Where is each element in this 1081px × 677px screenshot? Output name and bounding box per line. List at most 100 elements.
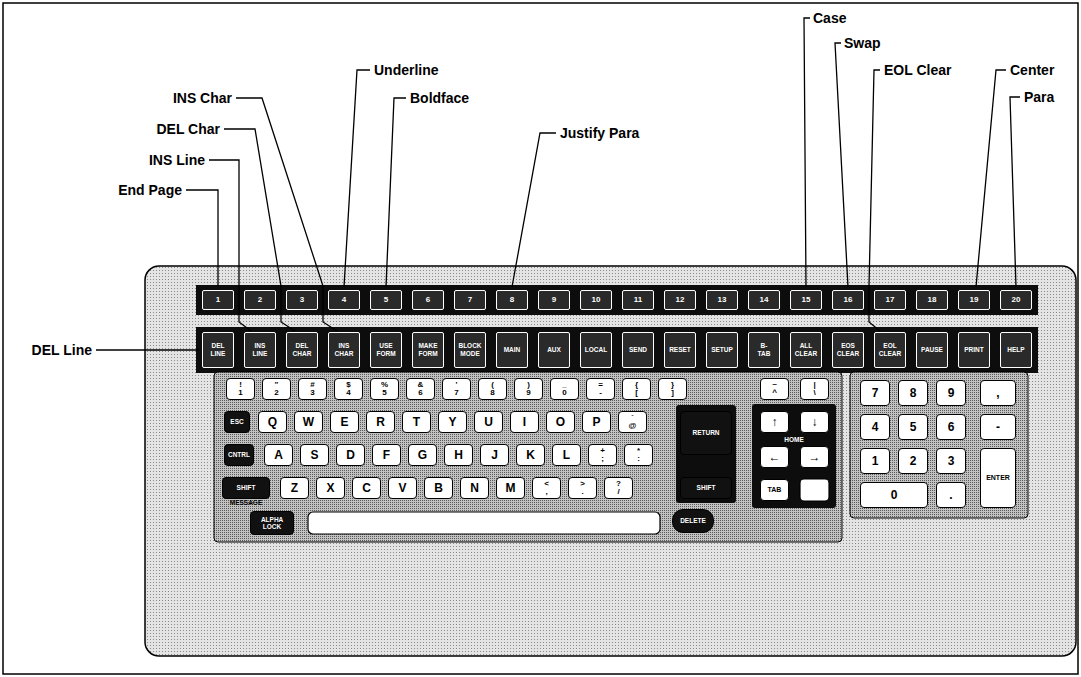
keyboard-key: P [582, 411, 611, 433]
key-legend: 16 [844, 296, 853, 304]
keyboard-key: |\ [800, 378, 829, 400]
keyboard-key: $4 [334, 378, 363, 400]
keyboard-key: 19 [958, 290, 990, 310]
keyboard-key: ↑ [760, 411, 789, 433]
keyboard-key: ENTER [980, 448, 1016, 508]
key-legend: 8 [490, 389, 494, 397]
key-legend: ESC [230, 418, 243, 425]
key-legend: ALPHA LOCK [261, 516, 283, 531]
key-legend: } [671, 381, 674, 389]
key-legend: MAIN [504, 346, 521, 354]
key-legend: → [809, 451, 821, 464]
key-legend: SHIFT [697, 484, 716, 491]
keyboard-key: !1 [226, 378, 255, 400]
keyboard-key: SHIFT [680, 477, 732, 499]
keyboard-key: - [980, 414, 1016, 440]
keyboard-key: DELETE [672, 509, 714, 533]
key-legend: G [418, 449, 427, 462]
keyboard-key: 2 [898, 448, 928, 474]
key-legend: CNTRL [228, 451, 250, 458]
keyboard-key: +; [588, 444, 617, 466]
key-legend: 4 [872, 421, 879, 434]
key-legend: SEND [629, 346, 647, 354]
keyboard-key: 8 [898, 380, 928, 406]
key-legend: INS CHAR [335, 342, 354, 358]
key-legend: ALL CLEAR [795, 342, 817, 358]
key-legend: ! [239, 381, 242, 389]
numeric-key-panel [850, 372, 1028, 518]
keyboard-key: 3 [936, 448, 966, 474]
keyboard-key: Z [280, 477, 309, 499]
key-legend: P [592, 416, 600, 429]
key-legend: EOS CLEAR [837, 342, 859, 358]
figure-frame [3, 3, 1078, 674]
key-legend: PRINT [964, 346, 984, 354]
key-legend: - [996, 421, 1000, 434]
key-legend: Y [448, 416, 456, 429]
key-legend: PAUSE [921, 346, 943, 354]
key-legend: 1 [872, 455, 879, 468]
callout-label: End Page [118, 182, 182, 198]
keyboard-key: 2 [244, 290, 276, 310]
key-legend: 9 [948, 387, 955, 400]
key-legend: > [580, 480, 585, 488]
callout-label: Boldface [410, 90, 469, 106]
key-legend: 0 [891, 489, 898, 502]
key-legend: AUX [547, 346, 561, 354]
keyboard-key: Y [438, 411, 467, 433]
keyboard-key: MAKE FORM [412, 332, 444, 368]
keyboard-key: &6 [406, 378, 435, 400]
key-legend: Z [291, 482, 298, 495]
key-legend: ) [527, 381, 530, 389]
key-legend: , [996, 387, 999, 400]
keyboard-key: 11 [622, 290, 654, 310]
key-legend: 15 [802, 296, 811, 304]
keyboard-key: PRINT [958, 332, 990, 368]
leader-line [186, 190, 218, 286]
keyboard-key: G [408, 444, 437, 466]
keyboard-key: Q [258, 411, 287, 433]
leader-line [236, 98, 337, 331]
key-legend: $ [346, 381, 350, 389]
key-legend: 1 [238, 389, 242, 397]
key-legend: 18 [928, 296, 937, 304]
key-legend: 7 [454, 389, 458, 397]
key-legend: DEL CHAR [293, 342, 312, 358]
keyboard-key: #3 [298, 378, 327, 400]
keyboard-key: 18 [916, 290, 948, 310]
key-legend: . [949, 489, 952, 502]
keyboard-key: . [936, 482, 966, 508]
keyboard-key: 5 [898, 414, 928, 440]
keyboard-key: '7 [442, 378, 471, 400]
keyboard-key: 16 [832, 290, 864, 310]
keyboard-key: X [316, 477, 345, 499]
key-legend: 8 [510, 296, 514, 304]
keyboard-key: 20 [1000, 290, 1032, 310]
key-legend: ` [631, 414, 634, 422]
key-legend: + [600, 447, 605, 455]
key-legend: ↓ [812, 416, 818, 429]
keyboard-key: INS LINE [244, 332, 276, 368]
key-legend: O [556, 416, 565, 429]
keyboard-key: D [336, 444, 365, 466]
key-legend: C [362, 482, 371, 495]
key-legend: 4 [342, 296, 346, 304]
keyboard-key: W [294, 411, 323, 433]
key-legend: U [484, 416, 493, 429]
keyboard-key: E [330, 411, 359, 433]
keyboard-key: EOL CLEAR [874, 332, 906, 368]
key-legend: ' [456, 381, 458, 389]
keyboard-key: <, [532, 477, 561, 499]
keyboard-key: SETUP [706, 332, 738, 368]
key-legend: TAB [768, 486, 782, 493]
keyboard-key: 9 [936, 380, 966, 406]
key-legend: . [581, 488, 583, 496]
function-key-strip [196, 285, 1038, 315]
keyboard-key: RETURN [680, 411, 732, 455]
key-legend: 13 [718, 296, 727, 304]
cursor-key-panel [752, 404, 836, 508]
key-legend: K [526, 449, 535, 462]
key-legend: F [383, 449, 390, 462]
keyboard-key: 0 [860, 482, 928, 508]
key-legend: HELP [1007, 346, 1024, 354]
